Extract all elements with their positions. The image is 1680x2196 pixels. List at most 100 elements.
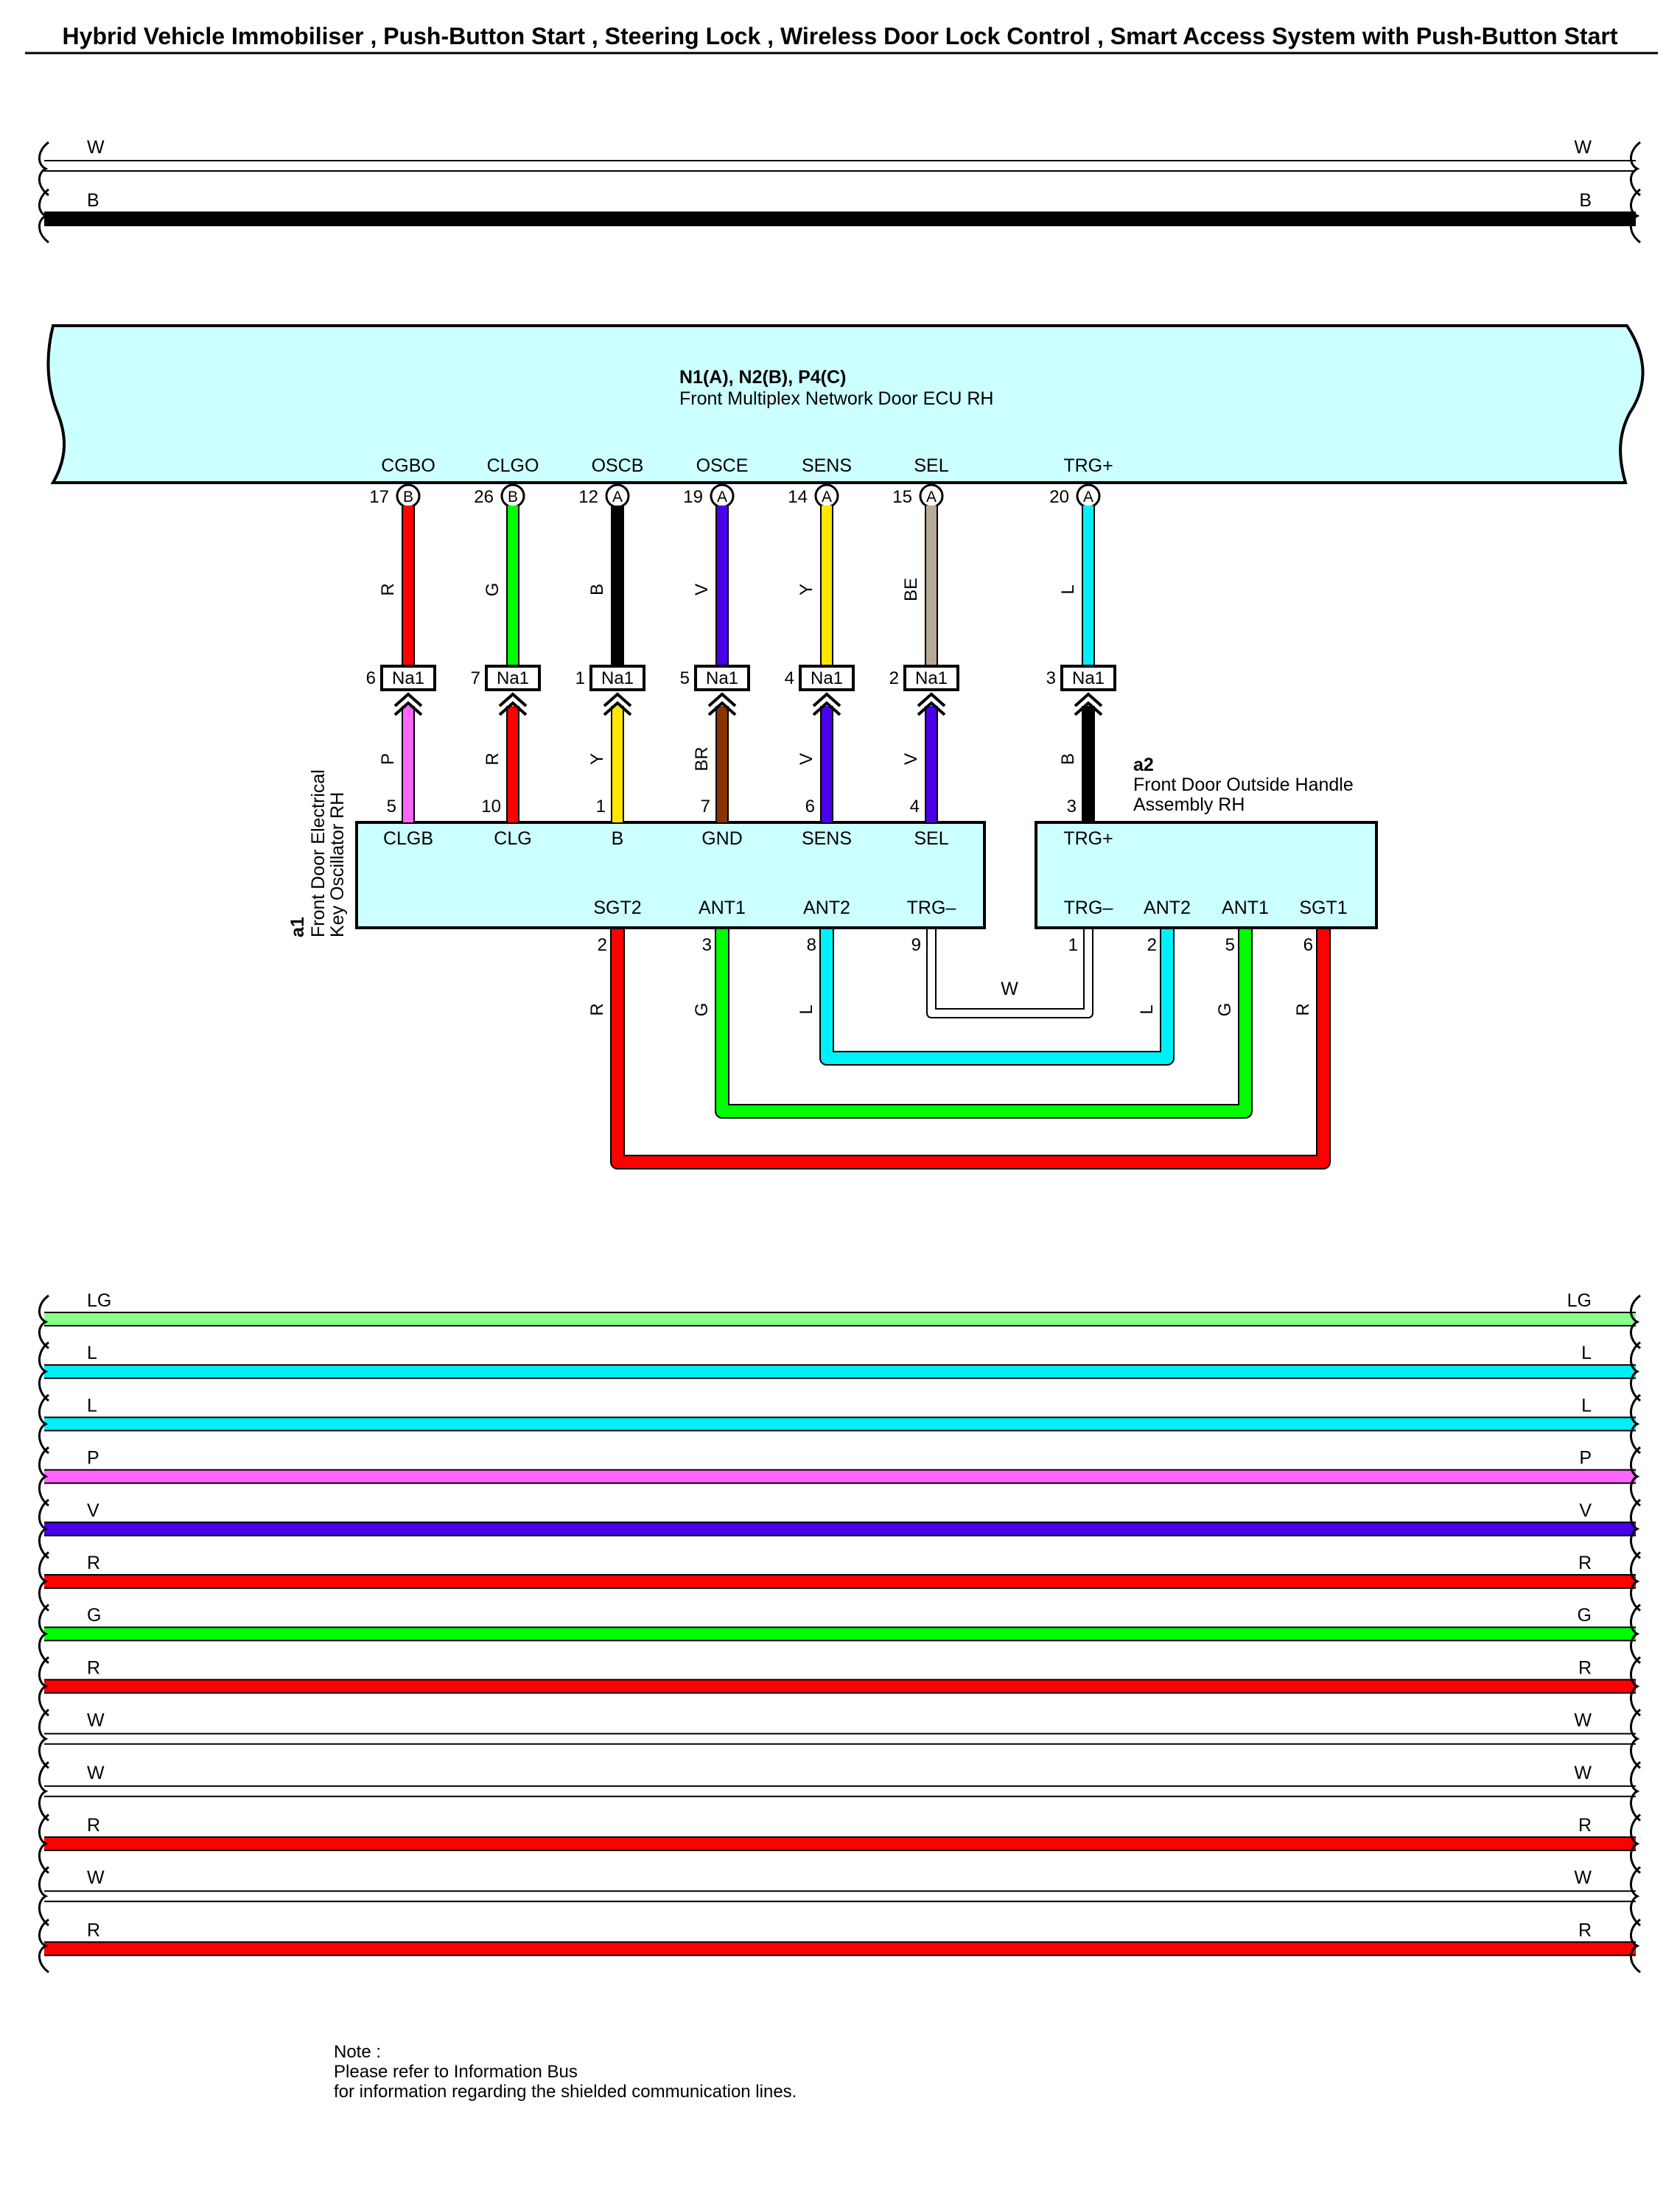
top-bus-wire-1-right-label: B [1579, 190, 1592, 211]
junction-6-pin: 3 [1046, 668, 1056, 688]
bottom-bus-wire-5-right-label: R [1578, 1553, 1592, 1573]
ecu-terminal-4-name: SENS [802, 455, 852, 476]
a1-top-terminal-0-name: CLGB [383, 828, 433, 849]
a1-bottom-terminal-1-wire-label: G [692, 1003, 712, 1017]
a2-box [1035, 821, 1378, 929]
junction-3-chevron-0 [707, 692, 737, 707]
bottom-bus-right-bracket [1630, 1604, 1641, 1664]
a1-top-terminal-1-pin: 10 [481, 797, 501, 816]
a1-top-terminal-5-name: SEL [914, 828, 948, 849]
bottom-bus-left-bracket [38, 1294, 49, 1349]
junction-4-chevron-0 [812, 692, 841, 707]
a2-bottom-terminal-0-name: TRG– [1064, 898, 1113, 918]
top-bus-wire-0-left-label: W [87, 137, 105, 158]
junction-2-chevron-0 [603, 692, 632, 707]
bottom-bus-wire-6-left-label: G [87, 1605, 101, 1626]
top-bus-right-bracket [1630, 188, 1641, 244]
a2-bottom-terminal-1-pin: 2 [1147, 935, 1157, 955]
ecu-wire-3-color-label: V [692, 584, 712, 595]
ecu-wire-4-color-label: Y [797, 584, 816, 595]
ecu-wire-6-color-label: L [1058, 584, 1078, 594]
bottom-bus-wire-10-right-label: R [1578, 1815, 1592, 1836]
bottom-bus-wire-12-left-label: R [87, 1920, 100, 1940]
bottom-bus-left-bracket [38, 1551, 49, 1612]
a1-top-terminal-3-pin: 7 [701, 797, 710, 816]
bottom-bus-wire-11-left-label: W [87, 1867, 105, 1888]
bottom-bus-left-bracket [38, 1394, 49, 1455]
diagram-title: Hybrid Vehicle Immobiliser , Push-Button… [63, 23, 1618, 49]
bottom-bus-wire-7-right-label: R [1578, 1657, 1592, 1678]
bottom-bus-wire-2-right-label: L [1581, 1395, 1592, 1416]
a1-bottom-terminal-0-wire-label: R [587, 1003, 607, 1015]
junction-5-label: Na1 [915, 668, 948, 688]
bottom-bus-right-bracket [1630, 1866, 1641, 1926]
a1-bottom-terminal-1-pin: 3 [702, 935, 712, 955]
a1-name-line-1: Front Door Electrical [308, 769, 329, 937]
junction-5-chevron-1 [917, 701, 946, 716]
a1-id-label: a1 [287, 917, 308, 937]
a1-top-terminal-2-name: B [612, 828, 624, 849]
a1-bottom-terminal-0-name: SGT2 [593, 898, 641, 918]
bottom-bus-wire-9-right-label: W [1574, 1763, 1592, 1783]
junction-2-box [589, 665, 645, 691]
junction-3-pin: 5 [680, 668, 690, 688]
a2-name-line-2: Assembly RH [1133, 794, 1245, 815]
bottom-bus-wire-9-left-label: W [87, 1763, 105, 1783]
junction-0-box [380, 665, 436, 691]
loop-wire-2-outline [819, 929, 1175, 1066]
ecu-terminal-3-conn-letter: A [717, 489, 727, 506]
bottom-bus-wire-1-left-label: L [87, 1343, 97, 1363]
ecu-terminal-5-pin: 15 [892, 487, 912, 507]
bottom-bus-wire-1-right-label: L [1581, 1343, 1592, 1363]
a2-top-terminal-0-name: TRG+ [1063, 828, 1113, 849]
a1-bottom-terminal-2-pin: 8 [807, 935, 816, 955]
bottom-bus-wire-12-right-label: R [1578, 1920, 1592, 1940]
ecu-terminal-4-pin: 14 [788, 487, 808, 507]
junction-0-pin: 6 [366, 668, 376, 688]
trg-link-wire [928, 929, 1092, 1017]
a1-bottom-terminal-2-wire-label: L [797, 1004, 816, 1014]
junction-1-chevron-0 [498, 692, 528, 707]
bottom-bus-left-bracket [38, 1866, 49, 1926]
junction-1-chevron-1 [498, 701, 528, 716]
bottom-bus-right-bracket [1630, 1294, 1641, 1349]
bottom-bus-right-bracket [1630, 1656, 1641, 1717]
ecu-terminals: CGBOB17CLGOB26OSCBA12OSCEA19SENSA14SELA1… [369, 455, 1113, 508]
junction-4-label: Na1 [811, 668, 843, 688]
bottom-bus-right-bracket [1630, 1499, 1641, 1559]
a2-bottom-terminal-2-wire-label: G [1215, 1003, 1235, 1017]
a1-top-terminal-4-name: SENS [802, 828, 852, 849]
note-line-2: for information regarding the shielded c… [334, 2082, 797, 2102]
note-title: Note : [334, 2042, 381, 2062]
a2-name-line-1: Front Door Outside Handle [1133, 774, 1354, 795]
bottom-bus-right-bracket [1630, 1341, 1641, 1402]
bottom-bus-wire-6-right-label: G [1578, 1605, 1592, 1626]
bottom-bus-right-bracket [1630, 1918, 1641, 1973]
loop-wire-1 [716, 929, 1251, 1117]
a1-top-terminal-2-pin: 1 [596, 797, 606, 816]
a2-id-label: a2 [1133, 755, 1154, 775]
junction-6-chevron-0 [1074, 692, 1103, 707]
junction-4-lower-color-label: V [797, 753, 816, 765]
ecu-terminal-5-conn-letter: A [926, 489, 937, 506]
a1-top-terminal-0-pin: 5 [387, 797, 396, 816]
a1-bottom-terminal-3-pin: 9 [911, 935, 921, 955]
a2-bottom-terminal-2-name: ANT1 [1222, 898, 1269, 918]
junction-5-pin: 2 [889, 668, 899, 688]
junction-0-label: Na1 [392, 668, 424, 688]
bottom-bus-wire-10-left-label: R [87, 1815, 100, 1836]
junction-6-box [1060, 665, 1116, 691]
junction-6-chevron-1 [1074, 701, 1103, 716]
junction-1-box [485, 665, 541, 691]
top-bus-wire-0-right-label: W [1574, 137, 1592, 158]
loop-wire-0 [612, 929, 1329, 1168]
ecu-connector-label: N1(A), N2(B), P4(C) [679, 367, 846, 388]
junction-4-box [799, 665, 855, 691]
junction-1-lower-color-label: R [483, 752, 503, 765]
ecu-wire-0-color-label: R [378, 583, 398, 595]
bottom-bus-left-bracket [38, 1918, 49, 1973]
a1-box [355, 821, 986, 929]
a1-top-terminal-3-name: GND [701, 828, 743, 849]
a1-name-line-2: Key Oscillator RH [327, 792, 348, 937]
